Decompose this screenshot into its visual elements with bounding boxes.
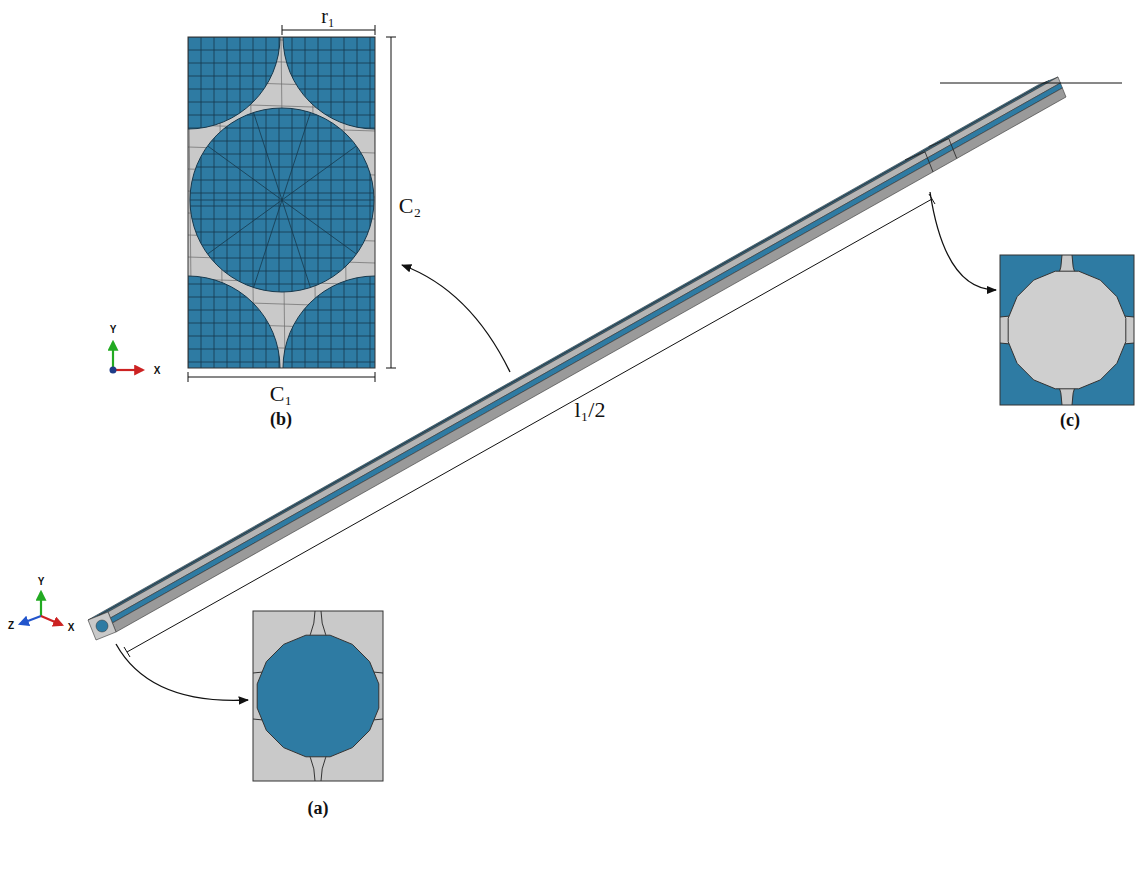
dimension-label: r₁ [321, 6, 335, 26]
mid-section [1000, 255, 1134, 405]
beam-face [88, 612, 116, 640]
axis-label: Z [8, 621, 14, 631]
end-fibre [96, 620, 108, 632]
end-section [253, 611, 383, 781]
dimension-lines [124, 25, 1122, 657]
axis-label: X [154, 366, 161, 376]
axis-label: Y [110, 325, 117, 335]
panel-label: (c) [1060, 411, 1080, 429]
leader-arrows [116, 192, 996, 700]
axis-label: Y [38, 577, 45, 587]
dimension-label: C₂ [399, 195, 421, 217]
dimension-label: l₁/2 [575, 399, 606, 421]
panel-label: (b) [270, 410, 292, 428]
axis-label: X [68, 623, 75, 633]
panel-label: (a) [308, 799, 329, 817]
partition-line [905, 152, 933, 172]
dimension-label: C₁ [270, 383, 292, 405]
partition-line [929, 139, 957, 159]
axis-triads [20, 342, 143, 625]
cross-section-mesh [188, 37, 375, 368]
